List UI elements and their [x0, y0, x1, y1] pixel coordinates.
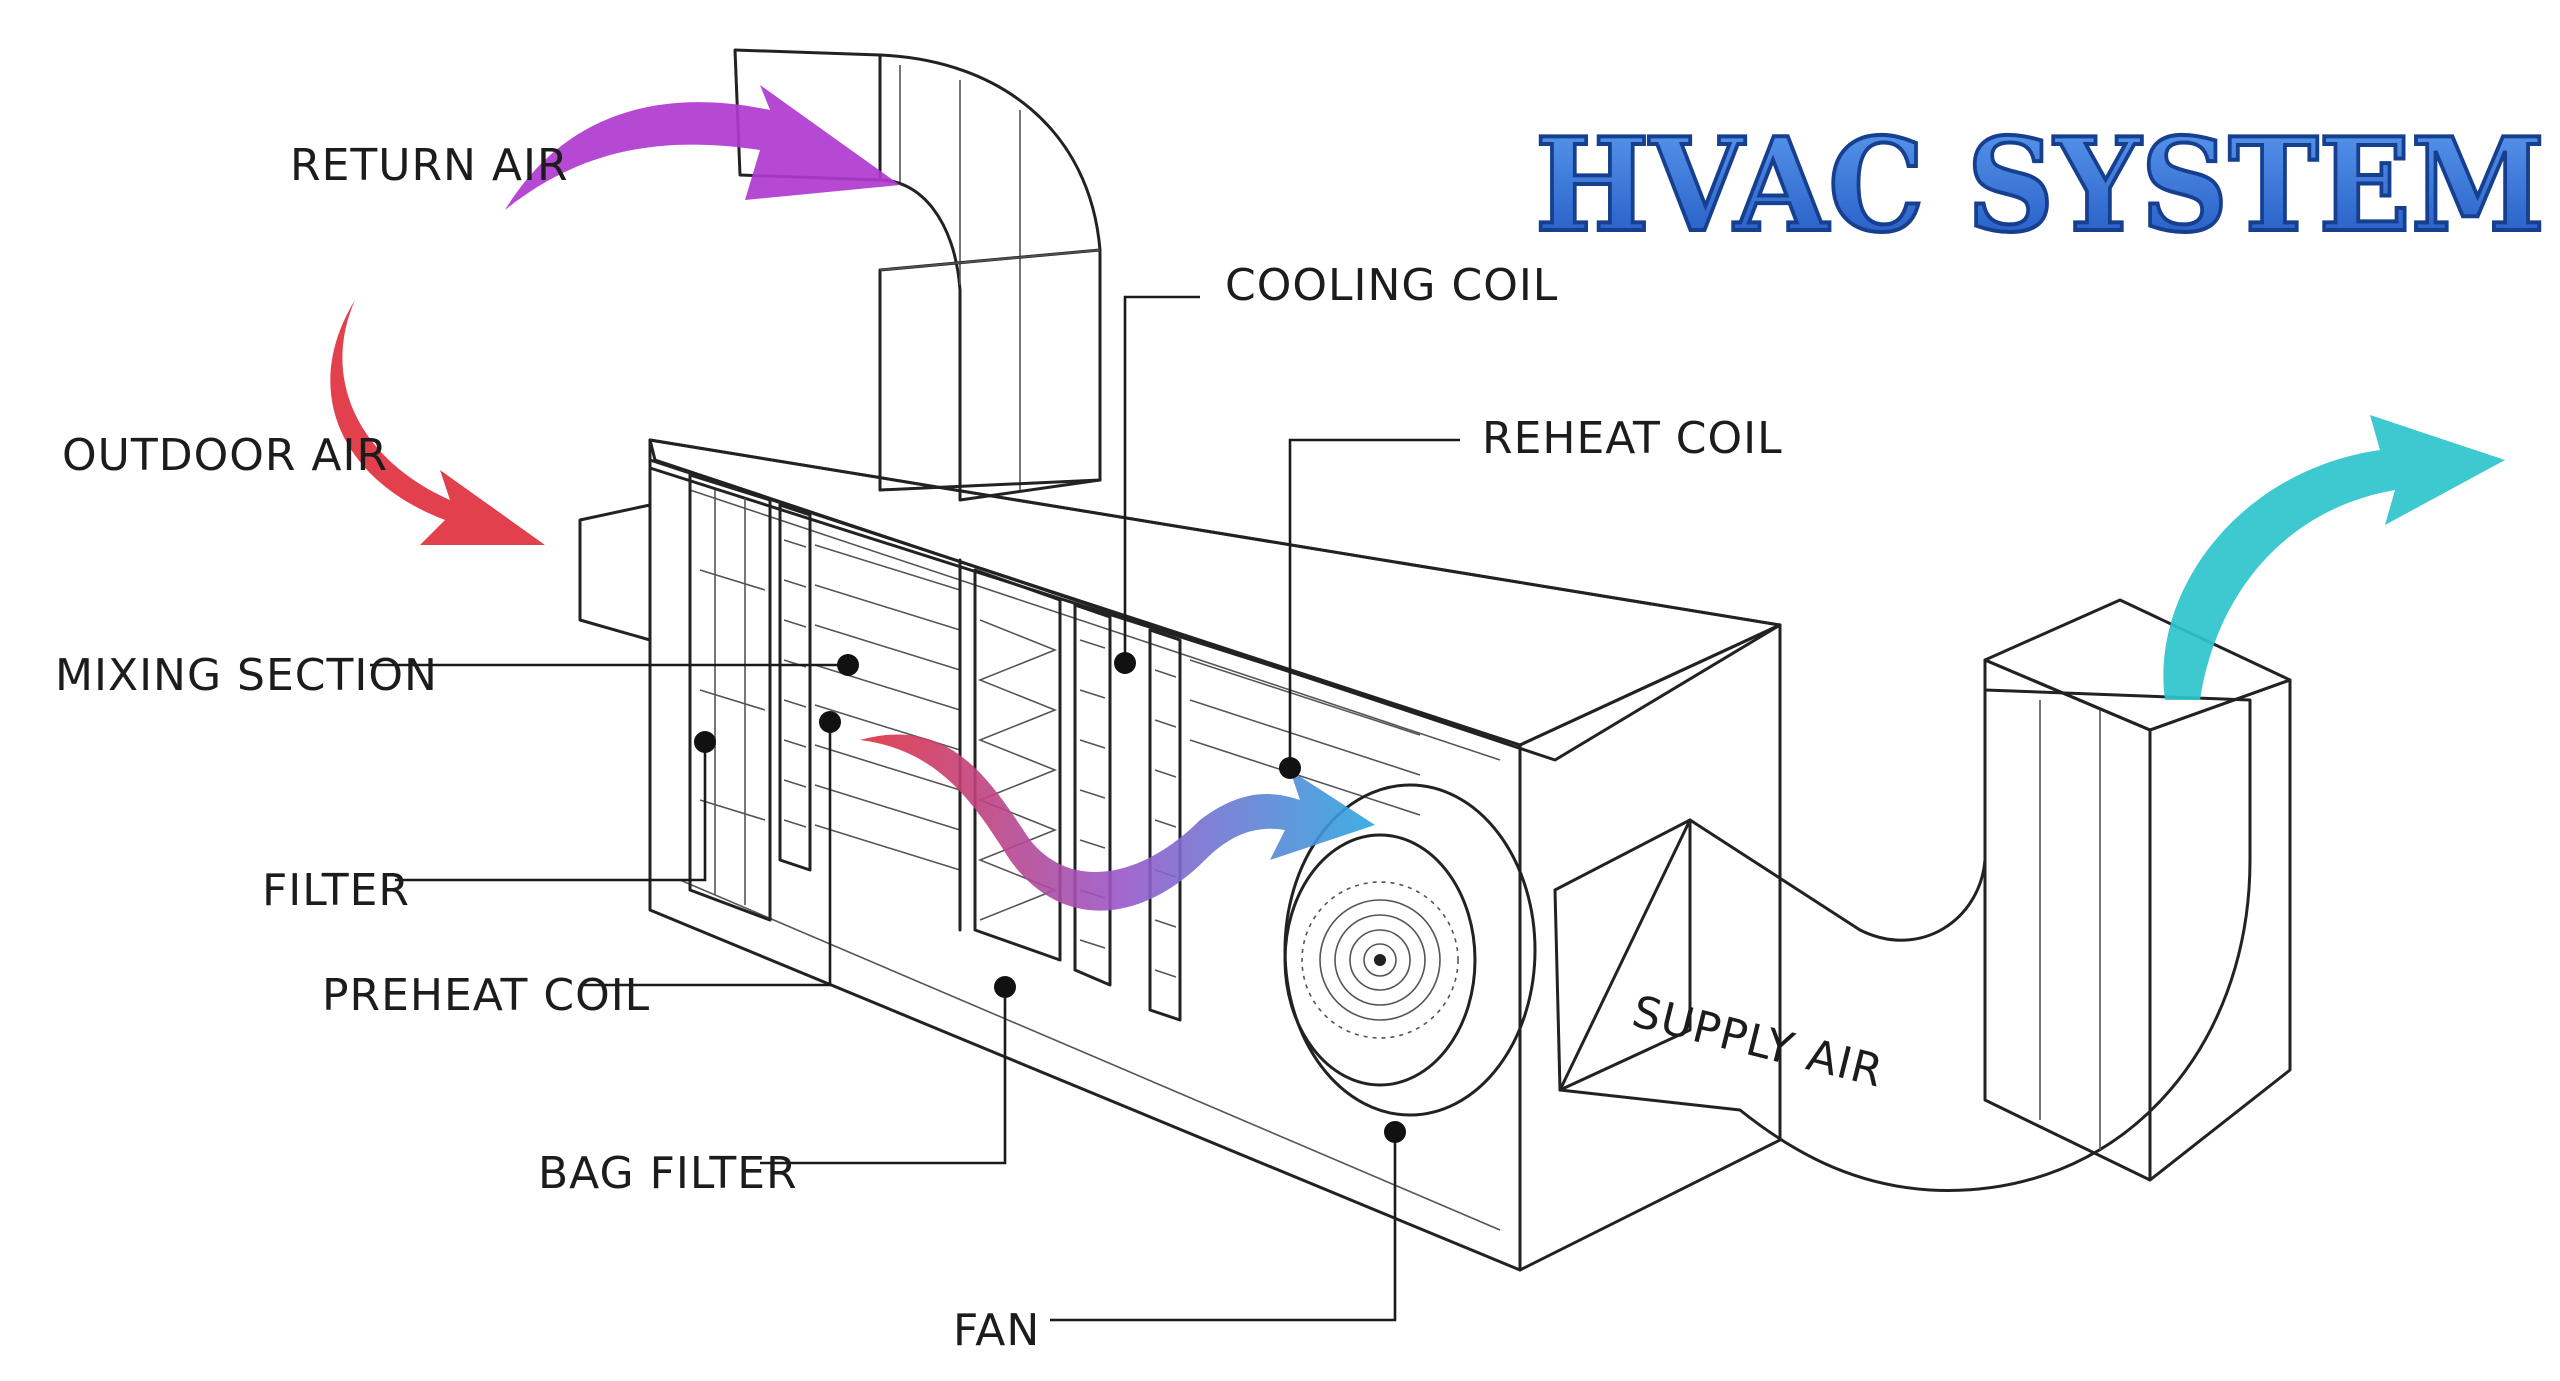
- supply-air-duct: [1553, 598, 2292, 1192]
- label-return-air: RETURN AIR: [290, 140, 569, 191]
- label-reheat-coil: REHEAT COIL: [1482, 413, 1783, 464]
- cooling-coil-body: [1073, 603, 1112, 987]
- label-outdoor-air: OUTDOOR AIR: [62, 430, 388, 481]
- fan-body: [1283, 783, 1537, 1117]
- leader-lines: [370, 295, 1460, 1322]
- supply-air-arrow: [2163, 415, 2505, 700]
- air-handling-unit: [578, 438, 1782, 1272]
- internal-flow-arrow: [860, 734, 1375, 911]
- mixing-louvers: [814, 544, 962, 932]
- unit-end-face: [1518, 623, 1782, 1272]
- label-filter: FILTER: [262, 865, 410, 916]
- label-mixing-section: MIXING SECTION: [55, 650, 438, 701]
- label-supply-air: SUPPLY AIR: [1627, 986, 1888, 1098]
- airflow-arrows: [330, 85, 2505, 911]
- labels: RETURN AIR OUTDOOR AIR MIXING SECTION FI…: [55, 140, 1888, 1356]
- bag-filter-body: [973, 568, 1062, 962]
- unit-top-face: [648, 438, 1782, 762]
- diagram-title: HVAC SYSTEM: [1535, 111, 2545, 261]
- outdoor-air-arrow: [330, 300, 545, 545]
- preheat-coil-body: [778, 503, 812, 872]
- outdoor-air-inlet: [578, 503, 652, 642]
- label-cooling-coil: COOLING COIL: [1225, 260, 1558, 311]
- label-fan: FAN: [953, 1305, 1040, 1356]
- mixing-section-frame: [688, 473, 772, 922]
- return-air-arrow: [505, 85, 900, 210]
- label-bag-filter: BAG FILTER: [538, 1148, 798, 1199]
- label-preheat-coil: PREHEAT COIL: [322, 970, 650, 1021]
